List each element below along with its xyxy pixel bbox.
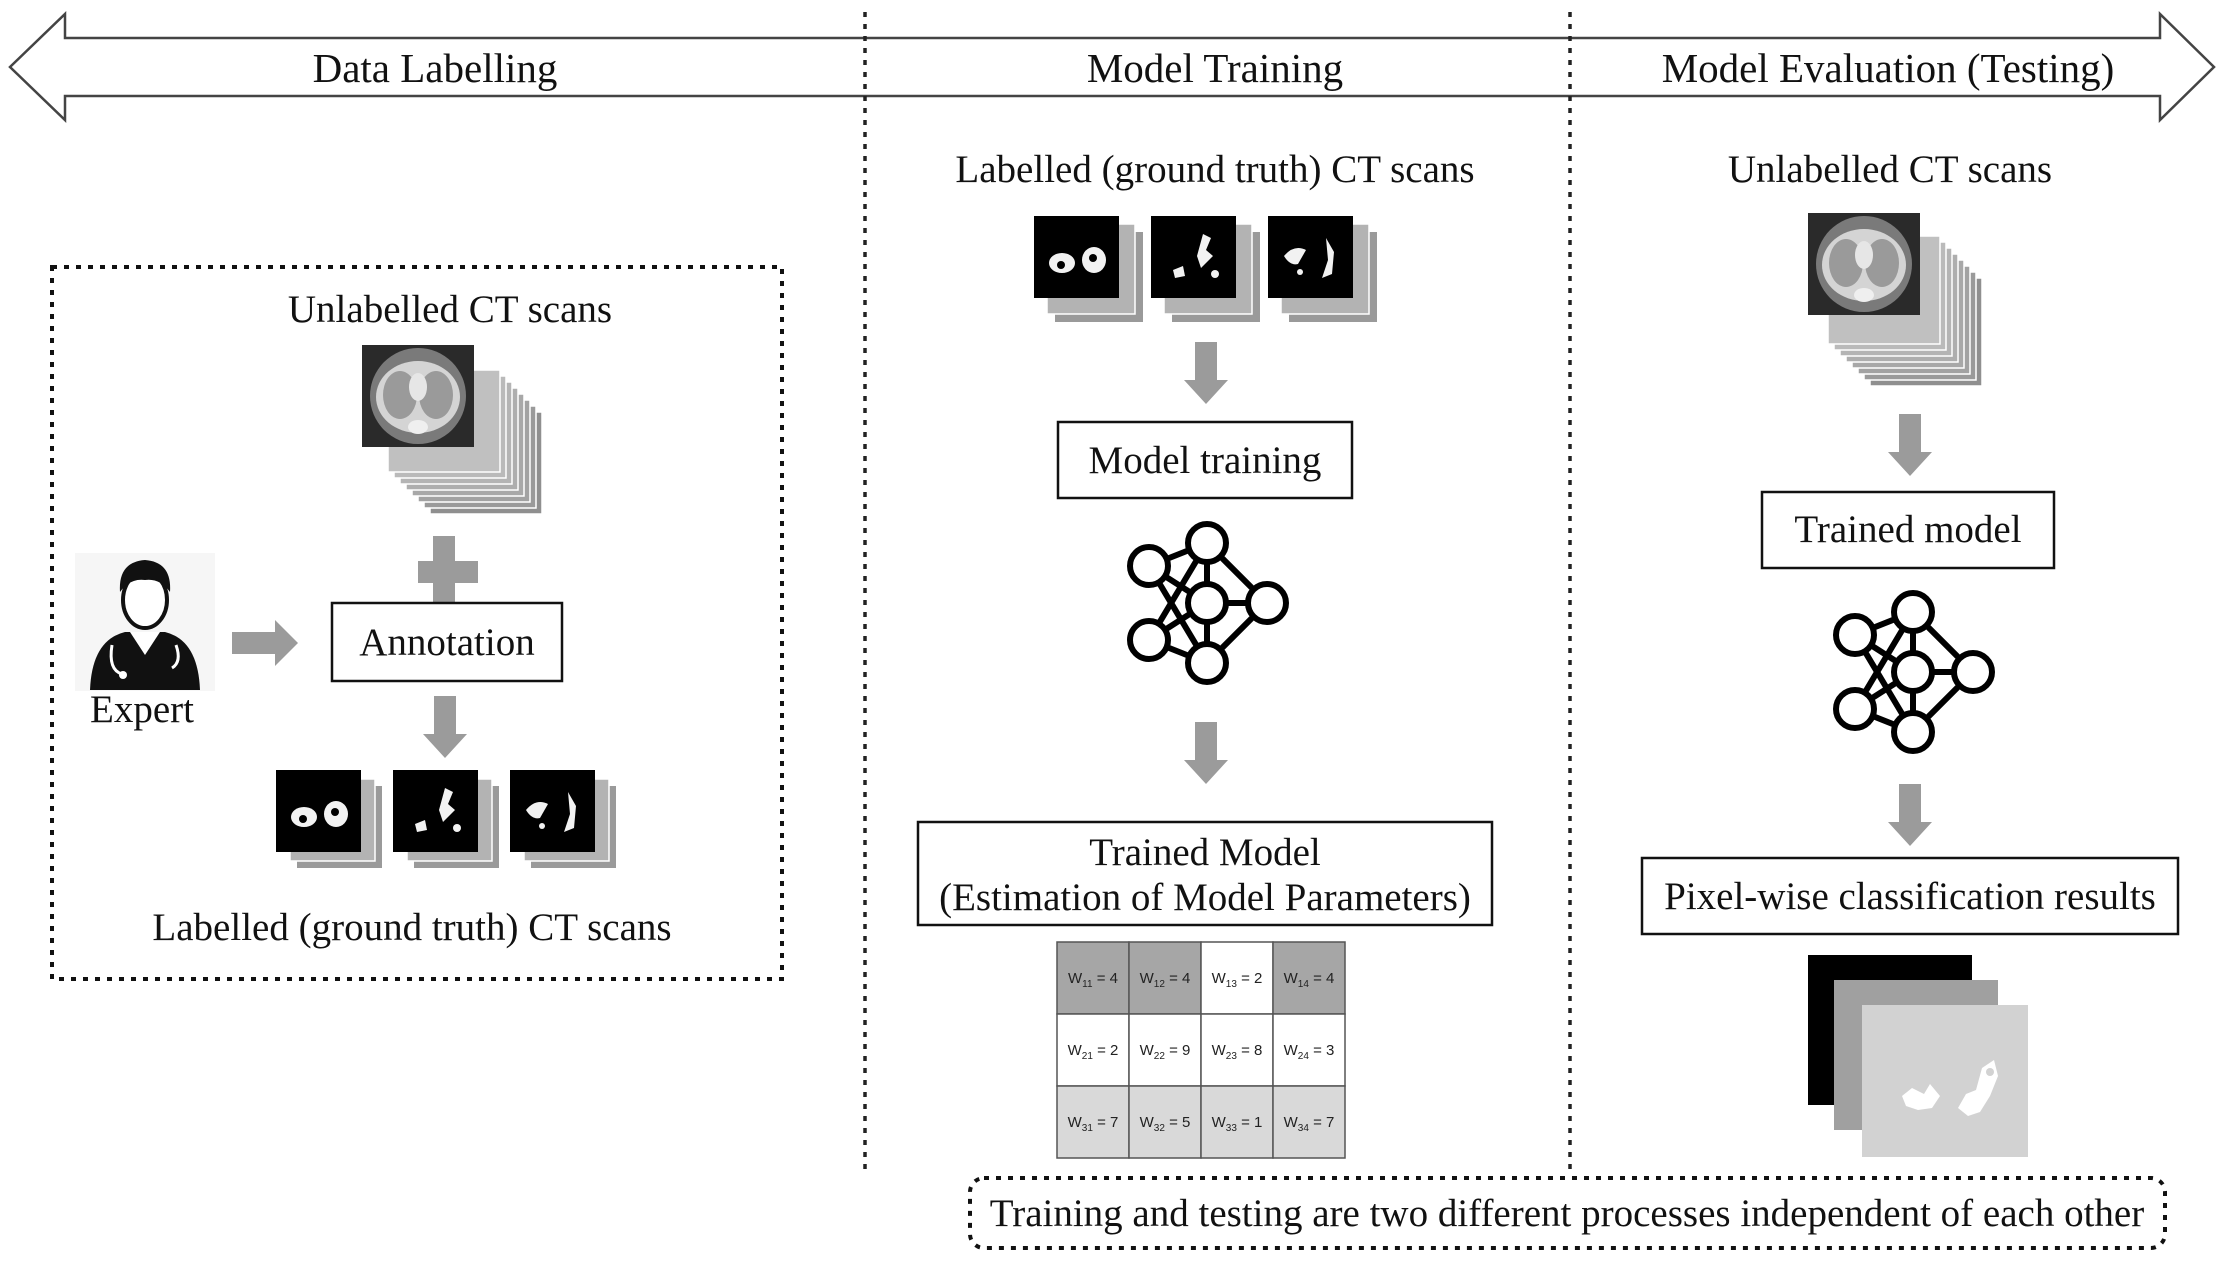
weight-cell [1056,1085,1130,1159]
weight-cell-text: W31 = 7 [1068,1114,1119,1134]
labelling-unlabelled-title: Unlabelled CT scans [288,288,612,331]
training-mask-stack [1034,216,1377,322]
training-labelled-title: Labelled (ground truth) CT scans [955,148,1474,191]
weight-cell [1128,1085,1202,1159]
expert-label: Expert [90,688,194,731]
evaluation-ct-stack [1808,213,1983,387]
model-weights-table: W11 = 4 W12 = 4 W13 = 2 W14 = 4 W21 = 2 W22 =… [1056,941,1346,1159]
weight-cell-text: W21 = 2 [1068,1042,1119,1062]
phase-label-model-training: Model Training [1087,45,1343,91]
model-training-label: Model training [1089,439,1322,482]
classification-results-box [1640,856,2180,936]
labelling-mask-stack [276,770,616,868]
weight-cell [1128,941,1202,1015]
weight-cell-text: W13 = 2 [1212,970,1263,990]
weight-cell-text: W32 = 5 [1140,1114,1191,1134]
classification-result-images [1808,955,2028,1157]
arrow-right-icon [232,620,298,666]
weight-cell [1128,1013,1202,1087]
weight-cell-text: W14 = 4 [1284,970,1335,990]
phase-timeline-arrow [8,11,2216,123]
trained-model-eval-box [1760,490,2056,570]
evaluation-arrow-down-2 [1888,784,1932,846]
trained-model-box [916,820,1494,927]
model-training-box [1056,420,1354,500]
evaluation-ct-scan-image [1808,213,1920,315]
evaluation-unlabelled-title: Unlabelled CT scans [1728,148,2052,191]
weight-cell [1056,941,1130,1015]
expert-icon [75,553,215,691]
annotation-label: Annotation [359,621,534,664]
weight-cell [1200,941,1274,1015]
data-labelling-panel [50,265,784,981]
labelling-ct-stack [362,345,543,515]
labelling-ct-scan-image [362,345,474,447]
plus-icon [418,536,478,608]
weight-cell [1272,941,1346,1015]
weight-cell-text: W11 = 4 [1068,970,1118,990]
trained-model-eval-label: Trained model [1794,508,2021,551]
weight-cell [1200,1013,1274,1087]
footer-note: Training and testing are two different p… [990,1192,2144,1235]
weight-cell-text: W12 = 4 [1140,970,1191,990]
evaluation-neural-network-icon [1836,593,1992,751]
classification-results-label: Pixel-wise classification results [1664,875,2156,918]
labelling-labelled-title: Labelled (ground truth) CT scans [152,906,671,949]
trained-model-line2: (Estimation of Model Parameters) [939,876,1471,919]
weight-cell-text: W22 = 9 [1140,1042,1191,1062]
weight-cell-text: W34 = 7 [1284,1114,1335,1134]
training-neural-network-icon [1130,524,1286,682]
footer-note-box [968,1176,2167,1250]
training-arrow-down-2 [1184,722,1228,784]
trained-model-line1: Trained Model [1089,831,1321,874]
evaluation-arrow-down-1 [1888,414,1932,476]
labelling-arrow-down [423,696,467,758]
annotation-box [330,601,564,683]
weight-cell [1272,1085,1346,1159]
weight-cell-text: W23 = 8 [1212,1042,1263,1062]
training-arrow-down-1 [1184,342,1228,404]
phase-label-data-labelling: Data Labelling [313,45,558,91]
phase-label-model-evaluation: Model Evaluation (Testing) [1662,45,2115,91]
weight-cell-text: W33 = 1 [1212,1114,1263,1134]
weight-cell [1200,1085,1274,1159]
weight-cell-text: W24 = 3 [1284,1042,1335,1062]
